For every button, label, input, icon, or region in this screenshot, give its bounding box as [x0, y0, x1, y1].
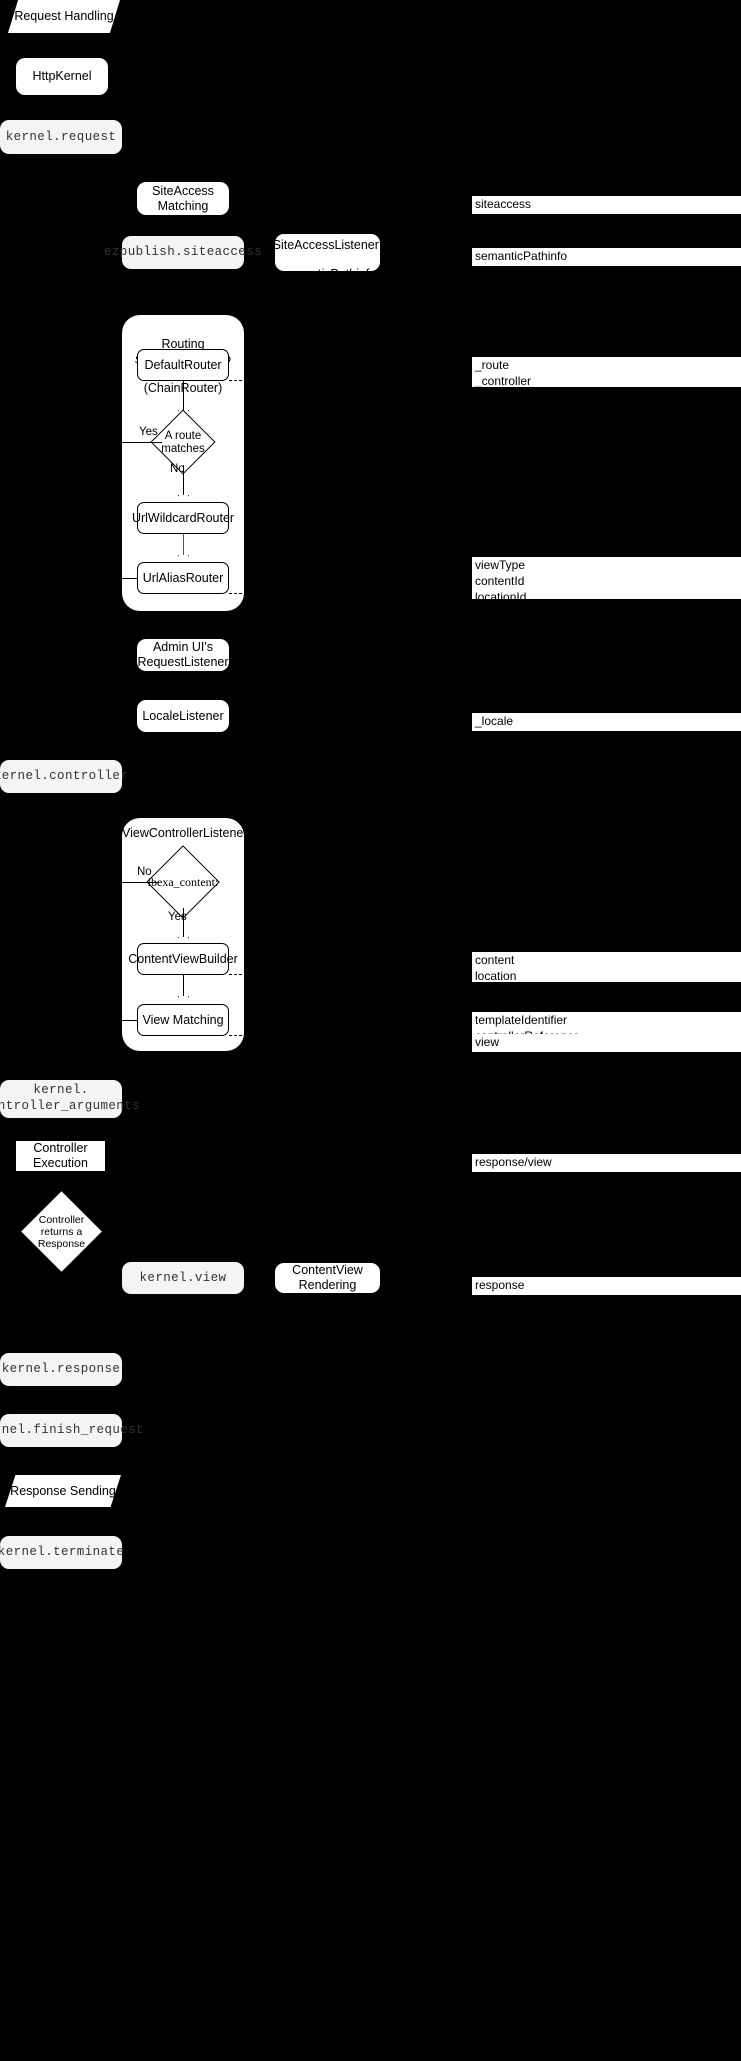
siteaccess-listener-label: SiteAccessListener: semanticPathinfo — [273, 223, 383, 282]
dash-viewmatching-attrs — [229, 1035, 247, 1036]
edge-route-yes — [122, 442, 162, 444]
attr-view: view — [472, 1034, 741, 1052]
attr-siteaccess: siteaccess — [472, 196, 741, 214]
attr-semanticpathinfo: semanticPathinfo — [472, 248, 741, 266]
attr-response-view: response/view — [472, 1154, 741, 1172]
event-kernel-terminate: kernel.terminate — [0, 1536, 124, 1569]
edge-contentviewbuilder-to-viewmatching — [182, 975, 184, 999]
node-http-kernel: HttpKernel — [16, 58, 108, 95]
node-url-alias-router: UrlAliasRouter — [137, 562, 229, 594]
routing-title-text: Routing — [161, 336, 205, 351]
decision-ibexa-yes-label: Yes — [168, 911, 187, 923]
decision-controller-returns-response — [21, 1191, 102, 1272]
event-kernel-controller: kernel.controller — [0, 760, 128, 793]
edge-defaultrouter-to-decision — [182, 381, 184, 411]
node-locale-listener: LocaleListener — [137, 700, 229, 732]
phase-banner-request-handling: Request Handling — [8, 0, 120, 33]
event-kernel-response: kernel.response — [0, 1353, 122, 1386]
group-view-controller-listener-title: ViewControllerListener — [122, 826, 248, 840]
node-content-view-rendering: ContentView Rendering — [275, 1263, 380, 1293]
edge-route-no — [182, 465, 184, 497]
dash-contentviewbuilder-attrs — [229, 974, 247, 975]
decision-ibexa-no-label: No — [137, 866, 152, 878]
decision-route-yes-label: Yes — [139, 426, 158, 438]
node-content-view-builder: ContentViewBuilder — [128, 943, 238, 975]
node-siteaccess-matching: SiteAccess Matching — [137, 182, 229, 215]
phase-banner-response-sending: Response Sending — [5, 1475, 121, 1507]
attr-view-params: viewType contentId locationId — [472, 557, 741, 604]
attr-locale: _locale — [472, 713, 741, 731]
siteaccess-listener-subtitle: semanticPathinfo — [279, 267, 376, 282]
decision-route-no-label: No — [170, 463, 185, 475]
edge-viewmatching-left — [122, 1020, 138, 1022]
edge-urlalias-left — [122, 578, 138, 580]
event-kernel-controller-arguments: kernel. controller_arguments — [0, 1080, 140, 1118]
event-kernel-finish-request: kernel.finish_request — [0, 1414, 144, 1447]
attr-response: response — [472, 1277, 741, 1295]
event-kernel-request: kernel.request — [0, 120, 122, 154]
siteaccess-listener-title: SiteAccessListener: — [272, 237, 383, 252]
node-default-router: DefaultRouter — [137, 349, 229, 381]
edge-urlwildcard-to-urlalias — [182, 534, 184, 558]
edge-ibexa-yes — [182, 908, 184, 939]
dash-urlalias-attrs — [229, 593, 247, 594]
attr-content-location: content location — [472, 952, 741, 983]
dash-defaultrouter-attrs — [229, 380, 247, 381]
edge-ibexa-no — [122, 882, 159, 884]
node-siteaccess-listener: SiteAccessListener: semanticPathinfo — [273, 234, 382, 281]
node-url-wildcard-router: UrlWildcardRouter — [132, 502, 234, 534]
event-ezpublish-siteaccess: ezpublish.siteaccess — [104, 236, 262, 269]
event-kernel-view: kernel.view — [122, 1262, 244, 1294]
node-admin-ui-request-listener: Admin UI's RequestListener — [137, 639, 229, 671]
node-controller-execution: Controller Execution — [16, 1141, 105, 1171]
node-view-matching: View Matching — [137, 1004, 229, 1036]
attr-route-controller: _route _controller — [472, 357, 741, 388]
